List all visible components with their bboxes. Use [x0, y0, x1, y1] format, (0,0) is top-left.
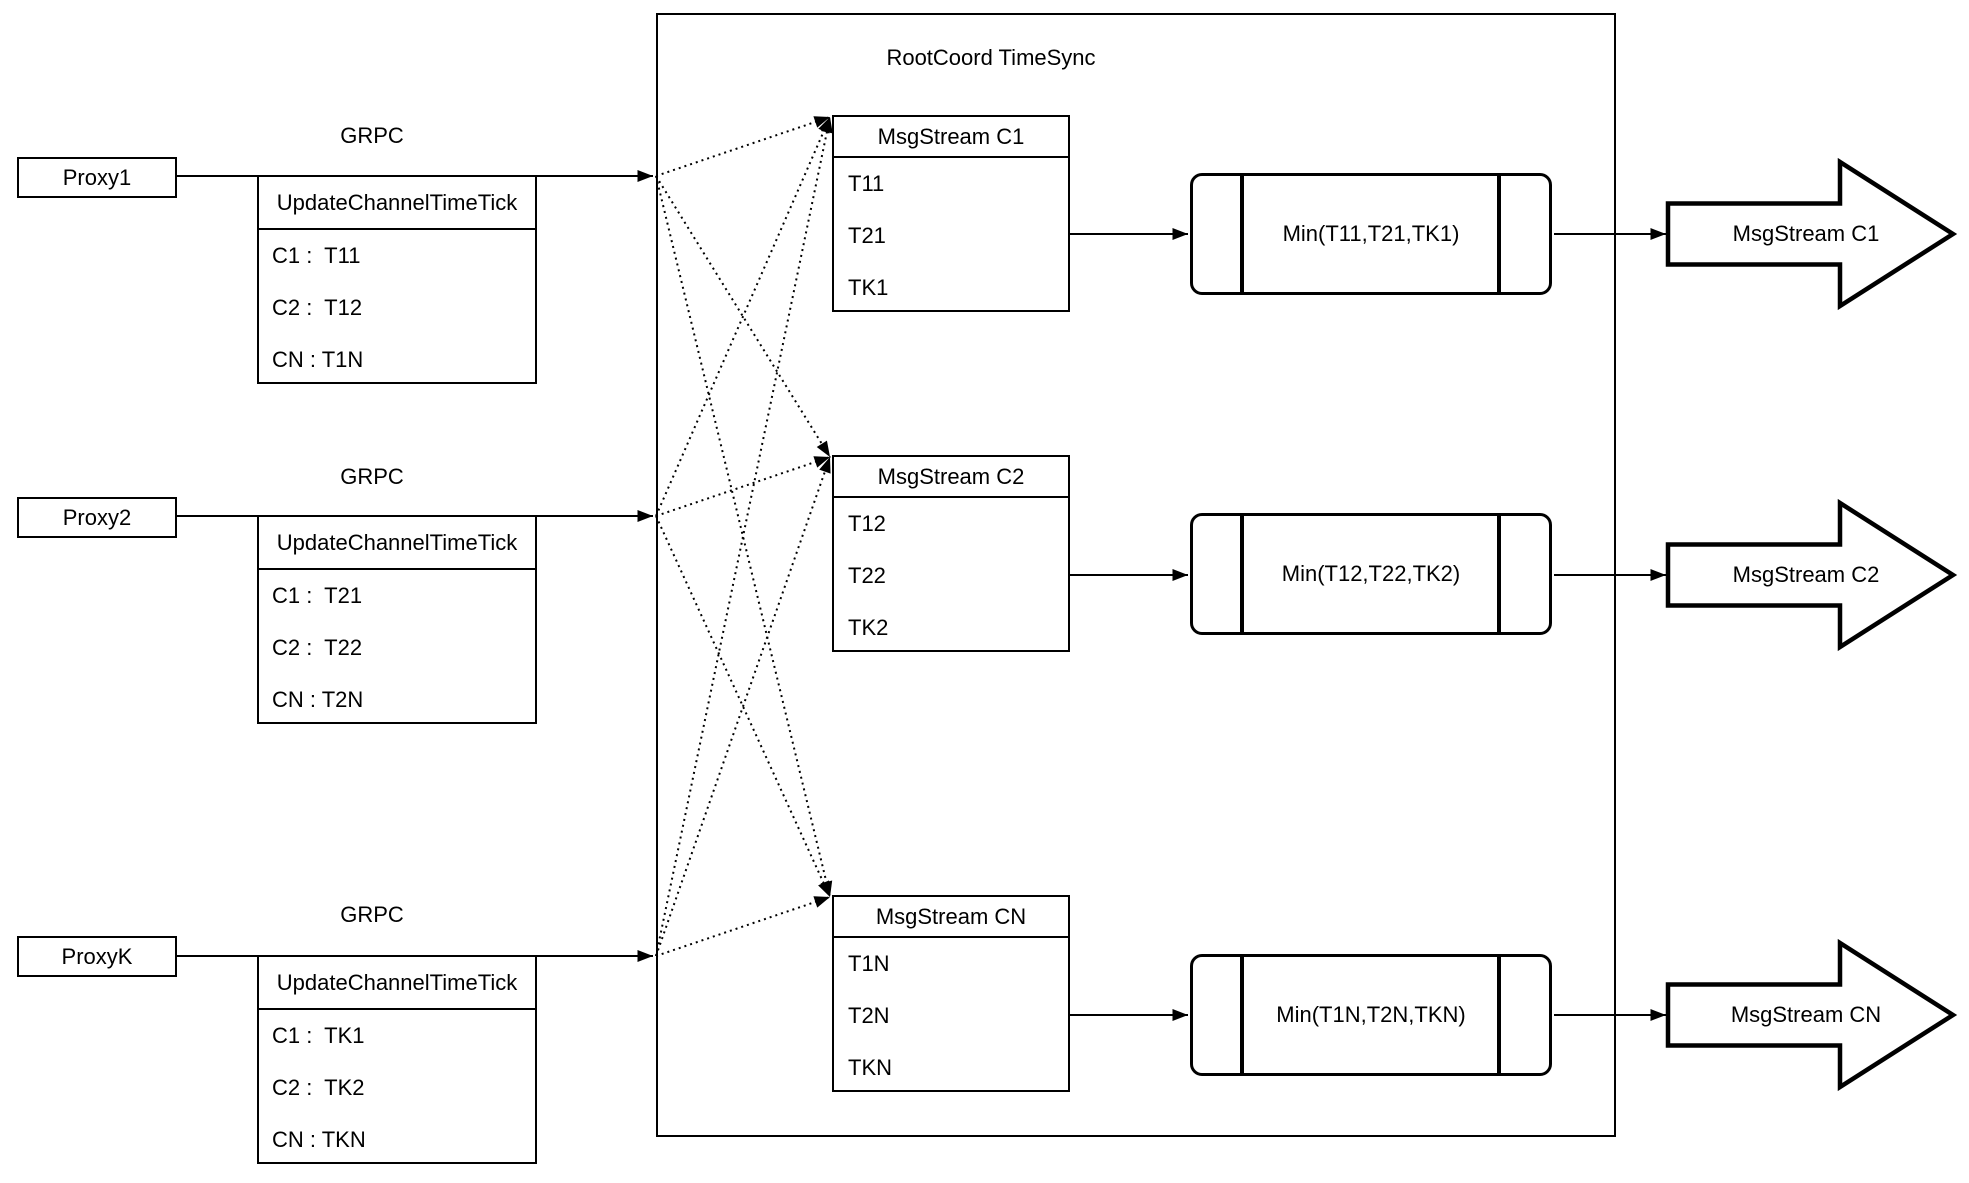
msgstream-c1-tick-2: T21	[848, 223, 886, 248]
update-table-2-row-cn: CN : T2N	[272, 687, 364, 712]
min-box-c1-left-divider	[1240, 176, 1244, 292]
msgstream-c2-tick-3: TK2	[848, 615, 889, 640]
update-table-1-row-c2: C2 : T12	[272, 295, 363, 320]
grpc-label-2: GRPC	[340, 464, 404, 489]
msgstream-table-c1: MsgStream C1 T11 T21 TK1	[832, 115, 1070, 312]
update-table-1-row-c1: C1 : T11	[272, 243, 361, 268]
msgstream-table-cn-header: MsgStream CN	[834, 897, 1068, 938]
output-arrow-label-c2: MsgStream C2	[1732, 562, 1880, 587]
min-box-c2-label: Min(T12,T22,TK2)	[1281, 561, 1461, 586]
update-table-1-header: UpdateChannelTimeTick	[259, 177, 535, 230]
min-box-cn-label: Min(T1N,T2N,TKN)	[1276, 1002, 1466, 1027]
msgstream-cn-tick-2: T2N	[848, 1003, 890, 1028]
msgstream-c2-tick-1: T12	[848, 511, 886, 536]
msgstream-table-cn: MsgStream CN T1N T2N TKN	[832, 895, 1070, 1092]
output-arrow-label-c1: MsgStream C1	[1732, 221, 1880, 246]
min-box-cn-left-divider	[1240, 957, 1244, 1073]
update-table-3-row-cn: CN : TKN	[272, 1127, 366, 1152]
min-box-cn: Min(T1N,T2N,TKN)	[1190, 954, 1552, 1076]
min-box-c2-right-divider	[1497, 516, 1501, 632]
msgstream-c1-tick-1: T11	[848, 171, 885, 196]
min-box-cn-right-divider	[1497, 957, 1501, 1073]
min-box-c1-right-divider	[1497, 176, 1501, 292]
rootcoord-title: RootCoord TimeSync	[886, 45, 1096, 70]
msgstream-table-c2-header: MsgStream C2	[834, 457, 1068, 498]
update-table-2-row-c2: C2 : T22	[272, 635, 363, 660]
output-arrow-label-cn: MsgStream CN	[1730, 1002, 1882, 1027]
min-box-c2-left-divider	[1240, 516, 1244, 632]
proxyk-label: ProxyK	[61, 943, 133, 969]
update-table-3: UpdateChannelTimeTick C1 : TK1 C2 : TK2 …	[257, 955, 537, 1164]
grpc-label-1: GRPC	[340, 123, 404, 148]
proxy2-box: Proxy2	[17, 497, 177, 538]
msgstream-table-c2: MsgStream C2 T12 T22 TK2	[832, 455, 1070, 652]
update-table-2-header: UpdateChannelTimeTick	[259, 517, 535, 570]
update-table-3-row-c1: C1 : TK1	[272, 1023, 365, 1048]
update-table-2-row-c1: C1 : T21	[272, 583, 363, 608]
msgstream-c1-tick-3: TK1	[848, 275, 889, 300]
msgstream-c2-tick-2: T22	[848, 563, 886, 588]
update-table-3-row-c2: C2 : TK2	[272, 1075, 365, 1100]
min-box-c1: Min(T11,T21,TK1)	[1190, 173, 1552, 295]
proxy2-label: Proxy2	[62, 504, 132, 530]
msgstream-table-c1-header: MsgStream C1	[834, 117, 1068, 158]
grpc-label-3: GRPC	[340, 902, 404, 927]
proxyk-box: ProxyK	[17, 936, 177, 977]
update-table-1: UpdateChannelTimeTick C1 : T11 C2 : T12 …	[257, 175, 537, 384]
min-box-c2: Min(T12,T22,TK2)	[1190, 513, 1552, 635]
update-table-1-row-cn: CN : T1N	[272, 347, 364, 372]
msgstream-cn-tick-3: TKN	[848, 1055, 892, 1080]
update-table-2: UpdateChannelTimeTick C1 : T21 C2 : T22 …	[257, 515, 537, 724]
msgstream-cn-tick-1: T1N	[848, 951, 890, 976]
update-table-3-header: UpdateChannelTimeTick	[259, 957, 535, 1010]
proxy1-box: Proxy1	[17, 157, 177, 198]
min-box-c1-label: Min(T11,T21,TK1)	[1282, 221, 1460, 246]
proxy1-label: Proxy1	[62, 164, 132, 190]
